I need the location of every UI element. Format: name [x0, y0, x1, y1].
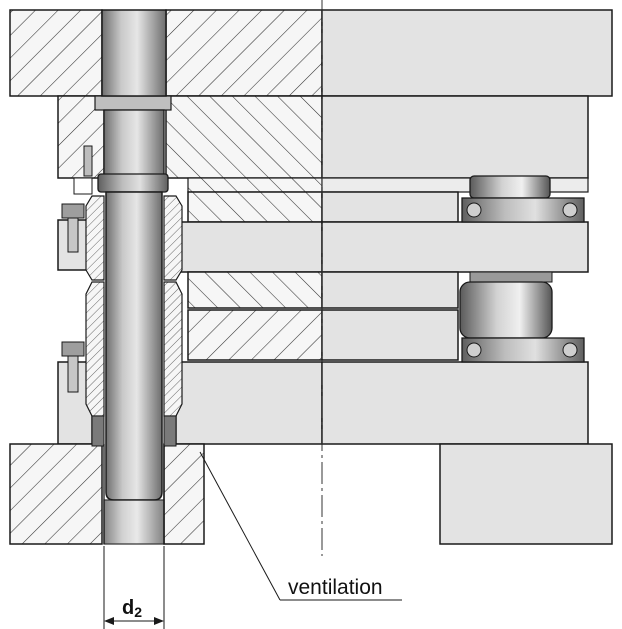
- ventilation-label: ventilation: [288, 576, 383, 599]
- lower-intermediate-plates: [187, 271, 459, 361]
- guide-pin: [97, 9, 169, 545]
- guide-bushing-lower: [85, 281, 183, 447]
- screw-lower-left: [61, 341, 85, 393]
- dimension-d2: [103, 546, 165, 629]
- pressure-plate: [187, 191, 459, 223]
- die-plate: [57, 361, 589, 445]
- spring-unit-upper: [461, 175, 585, 223]
- dimension-d2-label: d2: [122, 597, 142, 620]
- spring-unit-lower: [459, 271, 585, 363]
- base-plate: [9, 443, 613, 545]
- ventilation-leader: [199, 451, 402, 601]
- screw-upper-left: [73, 145, 93, 195]
- upper-plate: [57, 95, 589, 179]
- screw-mid-left: [61, 203, 85, 253]
- guide-bushing-upper: [85, 195, 183, 281]
- top-plate: [9, 9, 613, 97]
